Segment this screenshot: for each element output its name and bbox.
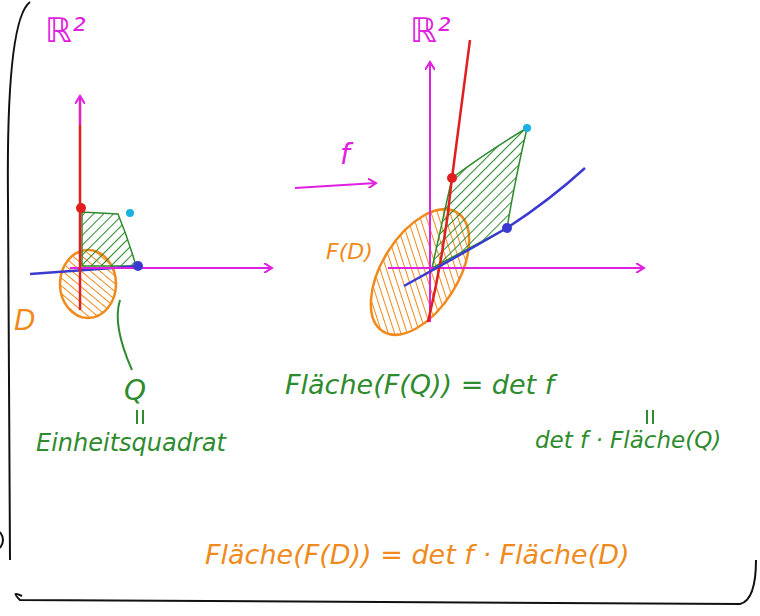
image-axis (428, 40, 470, 322)
map-arrow (295, 183, 376, 188)
region-label: D (14, 306, 36, 337)
x-axis (388, 267, 644, 269)
equals-sign (652, 410, 654, 424)
basis-point (502, 223, 512, 233)
frame-line (0, 532, 3, 548)
square-name: Einheitsquadrat (36, 430, 226, 456)
area-formula: Fläche(F(D)) = det f · Fläche(D) (205, 540, 630, 570)
equals-sign (136, 410, 138, 424)
corner-point (126, 209, 134, 217)
unit-square (82, 212, 136, 266)
area-formula: det f · Fläche(Q) (535, 428, 721, 453)
basis-point (447, 173, 457, 183)
basis-point (133, 261, 143, 271)
corner-point (523, 124, 531, 132)
area-formula: Fläche(F(Q)) = det f (285, 370, 554, 400)
image-parallelogram (432, 128, 527, 268)
y-axis (429, 62, 431, 322)
plane-label: ℝ² (410, 12, 451, 49)
y-axis (79, 96, 81, 125)
plane-label: ℝ² (45, 12, 86, 49)
square-label: Q (124, 376, 146, 407)
map-label: f (340, 140, 350, 171)
image-axis (404, 168, 585, 286)
equals-sign (646, 410, 648, 424)
x-axis (70, 267, 272, 269)
region-label: F(D) (326, 240, 373, 264)
equals-sign (142, 410, 144, 424)
basis-point (76, 203, 86, 213)
frame-line (8, 2, 30, 560)
leader-line (118, 300, 132, 370)
